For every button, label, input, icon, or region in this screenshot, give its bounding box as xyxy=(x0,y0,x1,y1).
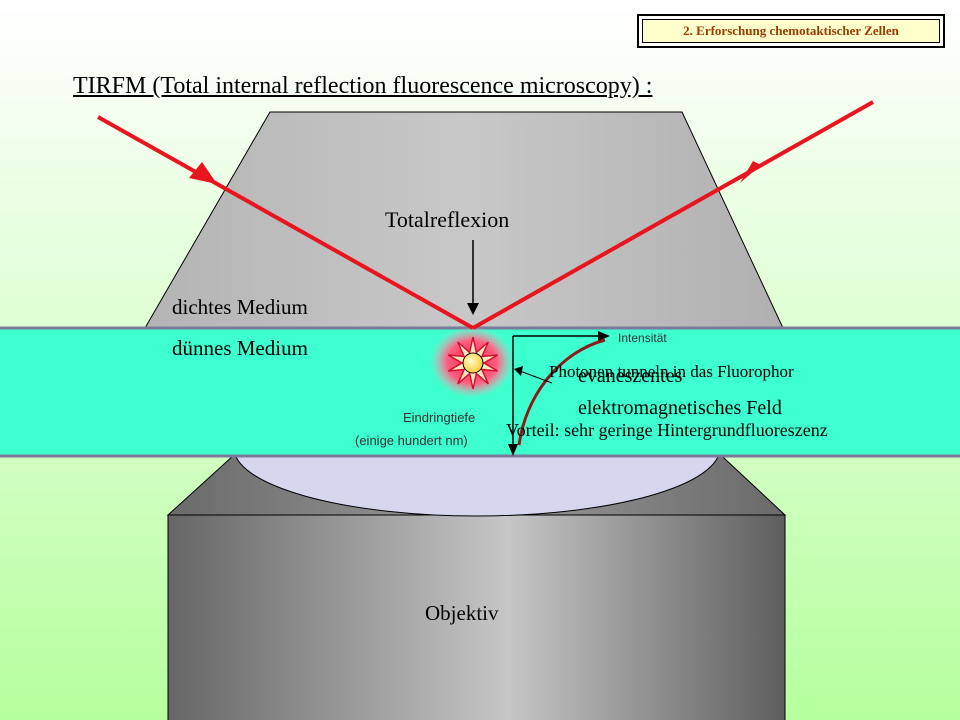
starburst-fluorophore-icon xyxy=(430,326,514,398)
label-intensity: Intensität xyxy=(618,331,667,345)
page-title: TIRFM (Total internal reflection fluores… xyxy=(73,73,653,99)
label-photon-tunneling: Photonen tunneln in das Fluorophor xyxy=(549,362,794,381)
tunneling-pointer xyxy=(519,370,553,384)
label-advantage: Vorteil: sehr geringe Hintergrundfluores… xyxy=(506,420,828,440)
beam-arrow-in xyxy=(189,162,217,184)
label-dense-medium: dichtes Medium xyxy=(172,295,308,319)
tunneling-arrowhead xyxy=(514,366,523,376)
label-em-field: elektromagnetisches Feld xyxy=(578,397,782,419)
label-penetration-depth: Eindringtiefe xyxy=(403,410,476,425)
section-header-box: 2. Erforschung chemotaktischer Zellen xyxy=(637,14,945,48)
depth-arrowhead xyxy=(508,444,518,456)
evanescent-decay-curve xyxy=(517,338,606,446)
intensity-arrowhead xyxy=(598,331,610,341)
label-penetration-depth-sub: (einige hundert nm) xyxy=(355,433,468,448)
laser-beam xyxy=(97,100,874,330)
totalreflexion-arrowhead xyxy=(467,303,479,315)
beam-arrow-out xyxy=(740,161,761,183)
section-header-label: 2. Erforschung chemotaktischer Zellen xyxy=(683,23,899,38)
label-objective: Objektiv xyxy=(425,601,499,625)
label-evanescent: evaneszentes xyxy=(578,365,683,387)
objective-body xyxy=(167,514,786,720)
section-header-inner: 2. Erforschung chemotaktischer Zellen xyxy=(642,19,940,43)
label-thin-medium: dünnes Medium xyxy=(172,336,308,360)
label-totalreflexion: Totalreflexion xyxy=(385,207,510,232)
